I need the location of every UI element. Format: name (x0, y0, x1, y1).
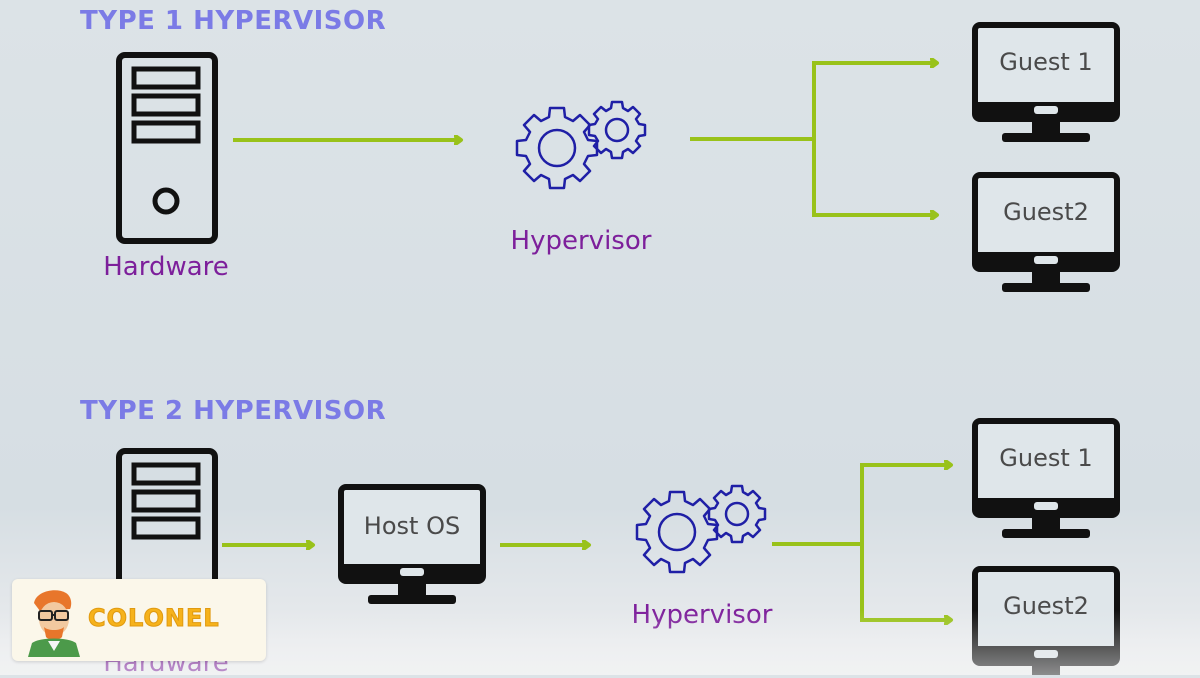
monitor-icon (972, 418, 1120, 538)
type2-connector-branch (772, 465, 864, 620)
type1-guest2-monitor: Guest2 (972, 172, 1120, 294)
type2-hostos-label: Host OS (363, 512, 461, 540)
monitor-icon (972, 22, 1120, 142)
monitor-icon (972, 172, 1120, 292)
type2-guest1-monitor: Guest 1 (972, 418, 1120, 540)
type2-hypervisor-label: Hypervisor (631, 600, 773, 630)
server-tower-icon (116, 52, 218, 244)
colonel-logo-text: COLONEL (88, 604, 220, 633)
colonel-mascot-icon (28, 590, 80, 657)
type1-title: TYPE 1 HYPERVISOR (80, 6, 387, 36)
type1-guest1-label: Guest 1 (999, 48, 1093, 76)
type1-guest1-monitor: Guest 1 (972, 22, 1120, 144)
colonel-logo-card: COLONEL (12, 579, 266, 661)
type2-guest1-label: Guest 1 (999, 444, 1093, 472)
type2-guest2-label: Guest2 (1003, 592, 1089, 620)
type2-hostos-monitor: Host OS (338, 484, 486, 606)
monitor-icon (972, 566, 1120, 675)
gears-icon (515, 100, 647, 190)
monitor-icon (338, 484, 486, 604)
type2-guest2-monitor: Guest2 (972, 566, 1120, 675)
type1-hardware-label: Hardware (103, 252, 229, 282)
gears-icon (635, 484, 767, 574)
type1-hypervisor-label: Hypervisor (510, 226, 652, 256)
type1-connector-branch (690, 63, 816, 215)
type2-title: TYPE 2 HYPERVISOR (80, 396, 387, 426)
type1-guest2-label: Guest2 (1003, 198, 1089, 226)
